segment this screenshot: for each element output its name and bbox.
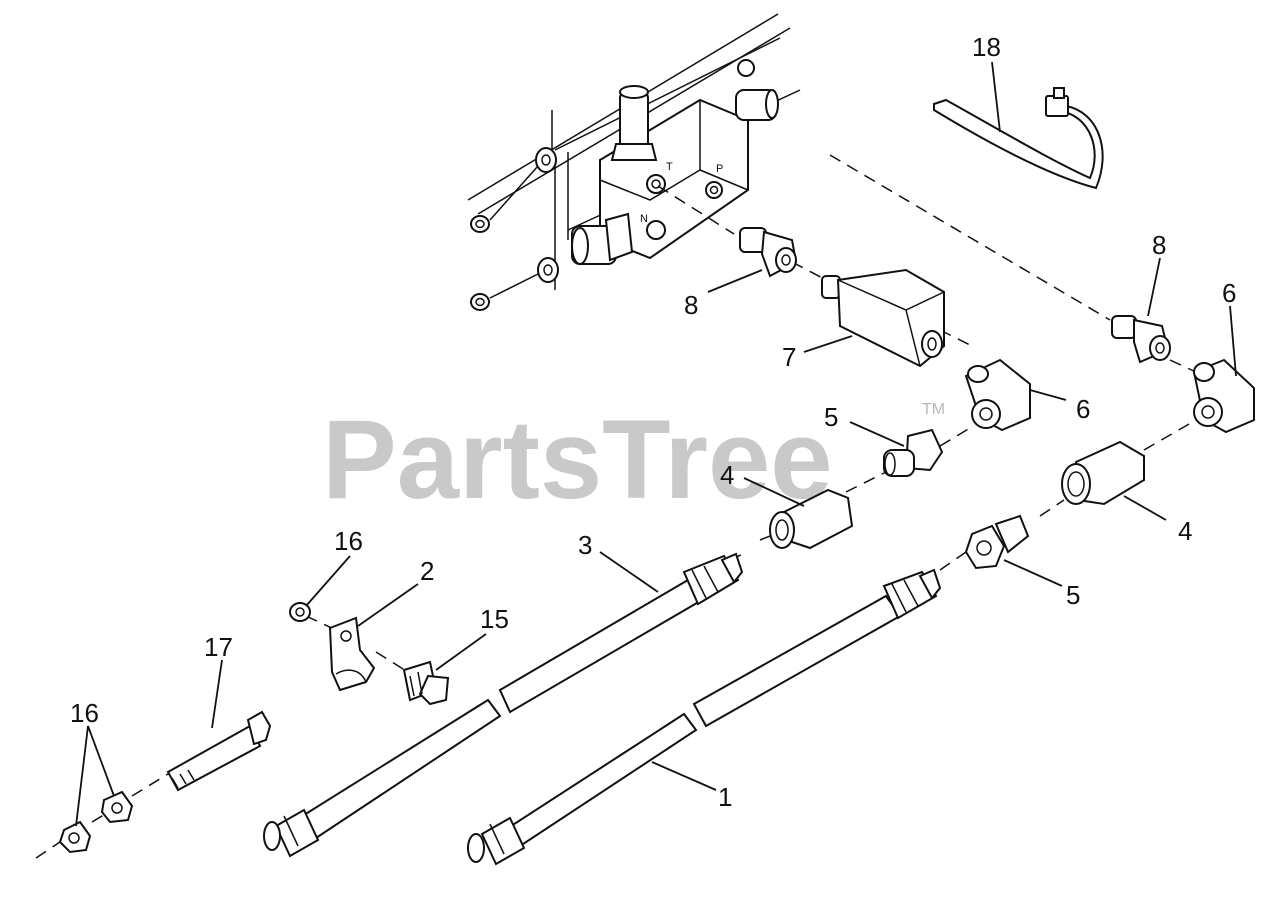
fitting-5-upper [883, 428, 944, 477]
nuts-16-lower [58, 790, 134, 854]
hose-1 [467, 568, 942, 866]
tee-7 [821, 268, 945, 368]
wire-harness-18 [933, 87, 1104, 190]
callout-5-upper: 5 [824, 402, 838, 432]
sleeve-4-right [1061, 440, 1145, 506]
callout-4-left: 4 [720, 460, 734, 490]
elbow-6-left [964, 358, 1031, 432]
centerline-upper [657, 154, 1111, 347]
callout-18: 18 [972, 32, 1001, 62]
valve-port-t: T [666, 161, 673, 173]
hose-3 [263, 552, 744, 858]
elbow-6-right [1192, 358, 1255, 434]
callout-8-upper: 8 [684, 290, 698, 320]
clamp-2 [328, 616, 376, 692]
bolt-17 [166, 710, 272, 792]
callout-3: 3 [578, 530, 592, 560]
watermark: PartsTree [322, 397, 833, 522]
callout-16-upper: 16 [334, 526, 363, 556]
centerline-left [729, 399, 1013, 561]
adapter-8-right [1111, 315, 1171, 364]
callout-15: 15 [480, 604, 509, 634]
centerline-hardware [35, 615, 409, 859]
watermark-trademark: TM [922, 401, 945, 418]
callout-6-right: 6 [1222, 278, 1236, 308]
control-valve: T P N [571, 85, 779, 265]
nut-16-upper [289, 602, 311, 622]
leader-lines [75, 61, 1237, 827]
adapter-8-upper [739, 227, 798, 278]
callout-7: 7 [782, 342, 796, 372]
callout-8-right: 8 [1152, 230, 1166, 260]
callout-1: 1 [718, 782, 732, 812]
centerline-right [939, 359, 1197, 571]
callout-4-right: 4 [1178, 516, 1192, 546]
callout-5-lower: 5 [1066, 580, 1080, 610]
callout-16-lower: 16 [70, 698, 99, 728]
callout-2: 2 [420, 556, 434, 586]
screw-15 [402, 660, 450, 706]
fitting-5-lower [964, 514, 1030, 570]
callout-labels: 18 8 8 6 6 7 5 5 4 4 3 2 16 16 15 17 1 [70, 32, 1236, 812]
callout-17: 17 [204, 632, 233, 662]
valve-port-n: N [640, 213, 648, 225]
callout-6-left: 6 [1076, 394, 1090, 424]
valve-port-p: P [716, 163, 723, 175]
mount-spacers [470, 110, 559, 311]
